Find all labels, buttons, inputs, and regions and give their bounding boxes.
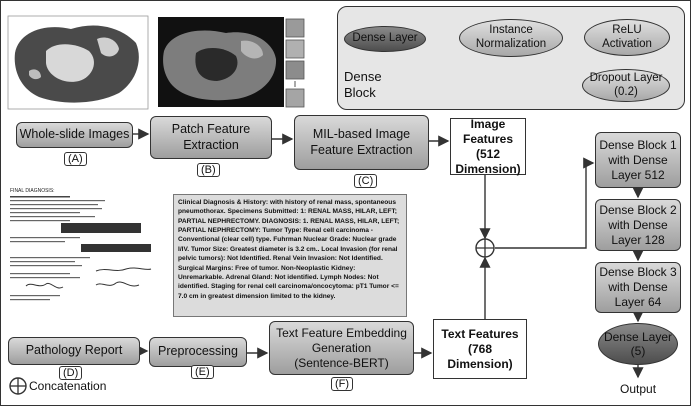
patch-feature-box: Patch Feature Extraction [150, 116, 272, 159]
db3-line3: Layer 64 [614, 295, 662, 309]
instance-norm-line1: Instance [489, 24, 533, 37]
text-features-box: Text Features (768 Dimension) [433, 319, 527, 379]
arrow-concat-to-db1 [495, 157, 595, 249]
dense-block-label-line1: Dense [344, 69, 382, 84]
text-embedding-line3: (Sentence-BERT) [294, 355, 389, 370]
text-features-line2: (768 [467, 341, 493, 356]
output-label: Output [620, 382, 657, 396]
db3-line1: Dense Block 3 [599, 265, 677, 279]
db1-line3: Layer 512 [611, 167, 665, 182]
db1-line1: Dense Block 1 [599, 137, 677, 152]
dropout-line2: (0.2) [614, 85, 638, 98]
tag-a: (A) [64, 152, 87, 166]
text-embedding-box: Text Feature Embedding Generation (Sente… [269, 321, 414, 375]
tag-c: (C) [354, 174, 378, 188]
pathology-report-excerpt: Clinical Diagnosis & History: with histo… [173, 194, 407, 317]
svg-text:FINAL DIAGNOSIS:: FINAL DIAGNOSIS: [10, 188, 55, 194]
relu-line1: ReLU [612, 23, 642, 36]
dense-block-1-box: Dense Block 1 with Dense Layer 512 [595, 132, 681, 188]
text-embedding-line2: Generation [311, 340, 372, 355]
tag-e: (E) [191, 365, 214, 379]
text-features-line3: Dimension) [447, 356, 513, 371]
preprocessing-label: Preprocessing [158, 344, 238, 359]
instance-norm-line2: Normalization [475, 38, 547, 50]
tag-b: (B) [197, 163, 220, 177]
preprocessing-box: Preprocessing [149, 337, 247, 367]
text-features-line1: Text Features [441, 326, 519, 341]
text-embedding-line1: Text Feature Embedding [276, 325, 407, 340]
legend-concatenation-icon [9, 377, 27, 395]
dense-block-2-box: Dense Block 2 with Dense Layer 128 [595, 199, 681, 251]
wsi-feature-map-image [158, 17, 284, 107]
concatenation-icon [475, 238, 495, 258]
mil-line1: MIL-based Image [312, 126, 411, 141]
pathology-report-box: Pathology Report [8, 337, 140, 365]
db1-line2: with Dense [608, 152, 668, 167]
patch-tiles-image [285, 18, 305, 108]
image-features-box: Image Features (512 Dimension) [450, 116, 526, 176]
mil-line2: Feature Extraction [310, 142, 413, 157]
db2-line1: Dense Block 2 [599, 202, 677, 217]
dense-block-label-line2: Block [344, 85, 376, 100]
wsi-thumbnail-image [7, 15, 149, 110]
tag-f: (F) [331, 377, 354, 391]
dense-final-line1: Dense Layer [603, 329, 673, 344]
tag-d: (D) [59, 366, 83, 380]
dense-layer-node: Dense Layer [344, 26, 426, 52]
db3-line2: with Dense [608, 280, 668, 294]
dense-final-line2: (5) [630, 344, 646, 358]
image-features-line3: Dimension) [455, 161, 521, 176]
image-features-line1: Image Features [462, 116, 514, 146]
dense-layer-node-label: Dense Layer [352, 32, 418, 45]
patch-line1: Patch Feature [171, 121, 251, 136]
wsi-box: Whole-slide Images [16, 122, 133, 148]
patch-line2: Extraction [183, 137, 239, 152]
dense-block-3-box: Dense Block 3 with Dense Layer 64 [595, 262, 681, 313]
instance-norm-node: Instance Normalization [459, 19, 563, 57]
dense-final-node: Dense Layer (5) [598, 323, 678, 365]
scanned-report-image: FINAL DIAGNOSIS: [6, 177, 164, 315]
legend-concatenation-label: Concatenation [29, 379, 107, 393]
relu-line2: Activation [602, 37, 652, 50]
wsi-label: Whole-slide Images [19, 127, 130, 142]
dropout-line1: Dropout Layer [589, 71, 663, 84]
db2-line3: Layer 128 [611, 232, 665, 247]
dropout-node: Dropout Layer (0.2) [582, 69, 670, 102]
image-features-line2: (512 [475, 146, 501, 161]
pathology-report-label: Pathology Report [25, 343, 123, 358]
relu-node: ReLU Activation [584, 19, 670, 56]
db2-line2: with Dense [608, 217, 668, 232]
mil-feature-box: MIL-based Image Feature Extraction [294, 115, 429, 170]
